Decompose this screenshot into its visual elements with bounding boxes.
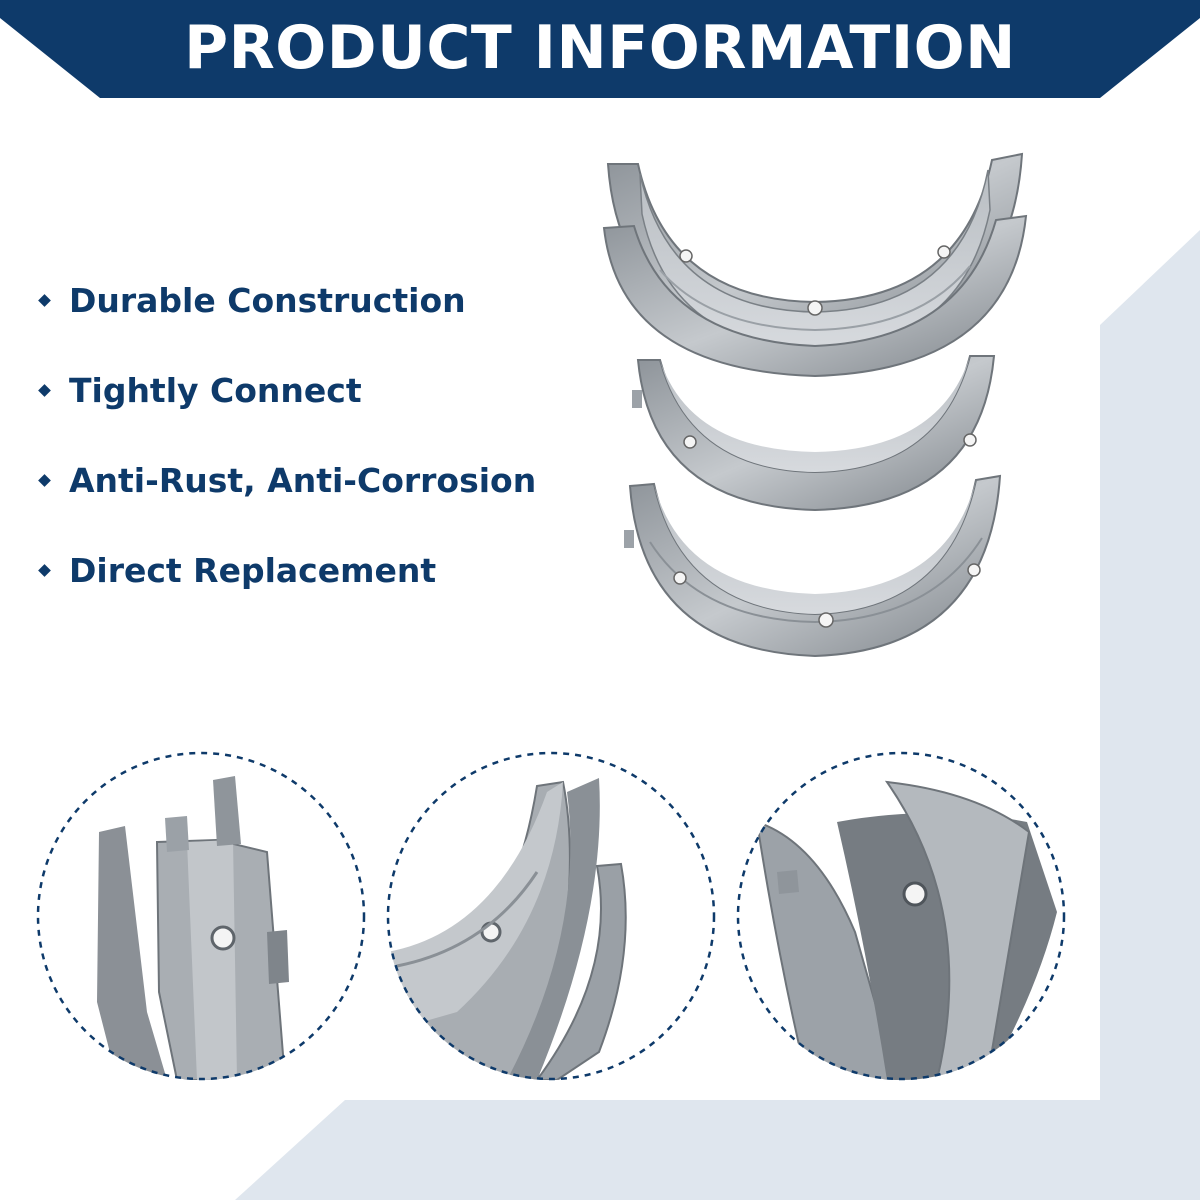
detail-image-shell-edge — [387, 778, 627, 1080]
feature-label: Durable Construction — [69, 280, 466, 320]
feature-list: Durable Construction Tightly Connect Ant… — [36, 272, 556, 632]
feature-item: Anti-Rust, Anti-Corrosion — [36, 452, 556, 508]
detail-image-flange — [97, 776, 289, 1080]
diamond-bullet-icon — [38, 473, 51, 487]
detail-image-shell-inner — [755, 780, 1057, 1080]
diamond-bullet-icon — [38, 563, 51, 577]
detail-circle-3 — [737, 752, 1065, 1080]
diamond-bullet-icon — [38, 383, 51, 397]
feature-label: Direct Replacement — [69, 550, 437, 590]
feature-label: Tightly Connect — [69, 370, 362, 410]
detail-circle-2 — [387, 752, 715, 1080]
header-banner: PRODUCT INFORMATION — [0, 0, 1200, 100]
detail-circle-1 — [37, 752, 365, 1080]
feature-item: Direct Replacement — [36, 542, 556, 598]
diamond-bullet-icon — [38, 293, 51, 307]
banner-shape — [0, 0, 1200, 98]
bearing-shells-image — [602, 152, 1028, 658]
feature-label: Anti-Rust, Anti-Corrosion — [69, 460, 537, 500]
feature-item: Durable Construction — [36, 272, 556, 328]
page-title: PRODUCT INFORMATION — [184, 13, 1016, 83]
feature-item: Tightly Connect — [36, 362, 556, 418]
